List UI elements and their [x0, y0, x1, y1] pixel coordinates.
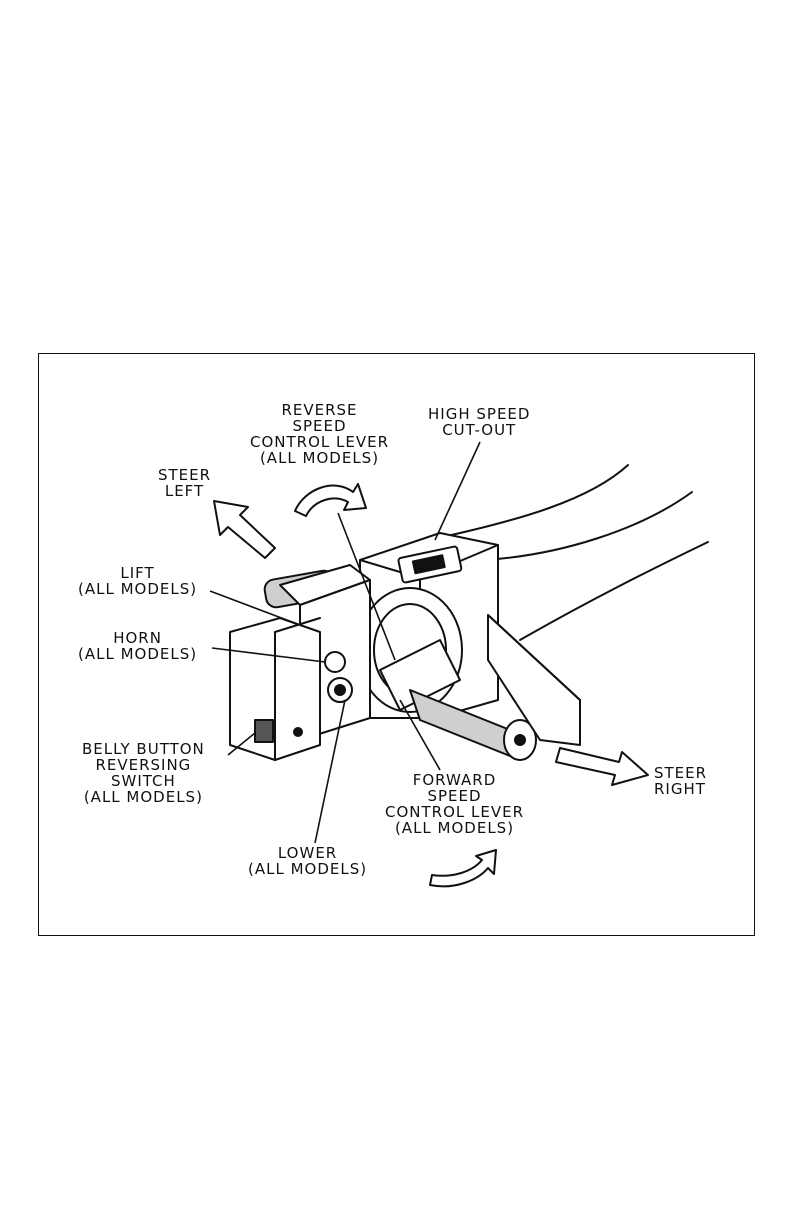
label-line: STEER: [158, 467, 211, 483]
label-line: HORN: [78, 630, 197, 646]
straight-arrow-icon: [556, 748, 648, 785]
label-line: REVERSE: [250, 402, 389, 418]
reverse-lever-label: REVERSE SPEED CONTROL LEVER (ALL MODELS): [250, 402, 389, 466]
arm-line-upper: [438, 465, 628, 538]
label-line: SPEED: [385, 788, 524, 804]
arm-line-middle: [485, 492, 692, 560]
arm-line-lower: [520, 542, 708, 640]
belly-button: [255, 720, 273, 742]
straight-arrow-icon: [214, 501, 275, 558]
handle-guard: [488, 615, 580, 745]
label-line: CUT-OUT: [428, 422, 530, 438]
label-line: SPEED: [250, 418, 389, 434]
horn-button: [325, 652, 345, 672]
label-line: REVERSING: [82, 757, 205, 773]
label-line: (ALL MODELS): [78, 646, 197, 662]
steer-left-label: STEER LEFT: [158, 467, 211, 499]
lower-button-center: [335, 685, 345, 695]
steer-right-label: STEER RIGHT: [654, 765, 707, 797]
label-line: HIGH SPEED: [428, 406, 530, 422]
label-line: RIGHT: [654, 781, 707, 797]
label-line: (ALL MODELS): [385, 820, 524, 836]
label-line: CONTROL LEVER: [250, 434, 389, 450]
label-line: BELLY BUTTON: [82, 741, 205, 757]
curved-arrow-icon: [295, 484, 366, 516]
label-line: STEER: [654, 765, 707, 781]
lift-label: LIFT (ALL MODELS): [78, 565, 197, 597]
label-line: (ALL MODELS): [82, 789, 205, 805]
high-speed-leader: [435, 442, 480, 540]
belly-button-label: BELLY BUTTON REVERSING SWITCH (ALL MODEL…: [82, 741, 205, 805]
lower-label: LOWER (ALL MODELS): [248, 845, 367, 877]
forward-lever-label: FORWARD SPEED CONTROL LEVER (ALL MODELS): [385, 772, 524, 836]
label-line: (ALL MODELS): [78, 581, 197, 597]
horn-label: HORN (ALL MODELS): [78, 630, 197, 662]
label-line: FORWARD: [385, 772, 524, 788]
label-line: SWITCH: [82, 773, 205, 789]
handle-end-bolt: [515, 735, 525, 745]
label-line: CONTROL LEVER: [385, 804, 524, 820]
high-speed-label: HIGH SPEED CUT-OUT: [428, 406, 530, 438]
label-line: LOWER: [248, 845, 367, 861]
belly-box-bolt: [294, 728, 302, 736]
label-line: LIFT: [78, 565, 197, 581]
label-line: LEFT: [158, 483, 211, 499]
label-line: (ALL MODELS): [250, 450, 389, 466]
label-line: (ALL MODELS): [248, 861, 367, 877]
curved-arrow-icon: [430, 850, 496, 886]
